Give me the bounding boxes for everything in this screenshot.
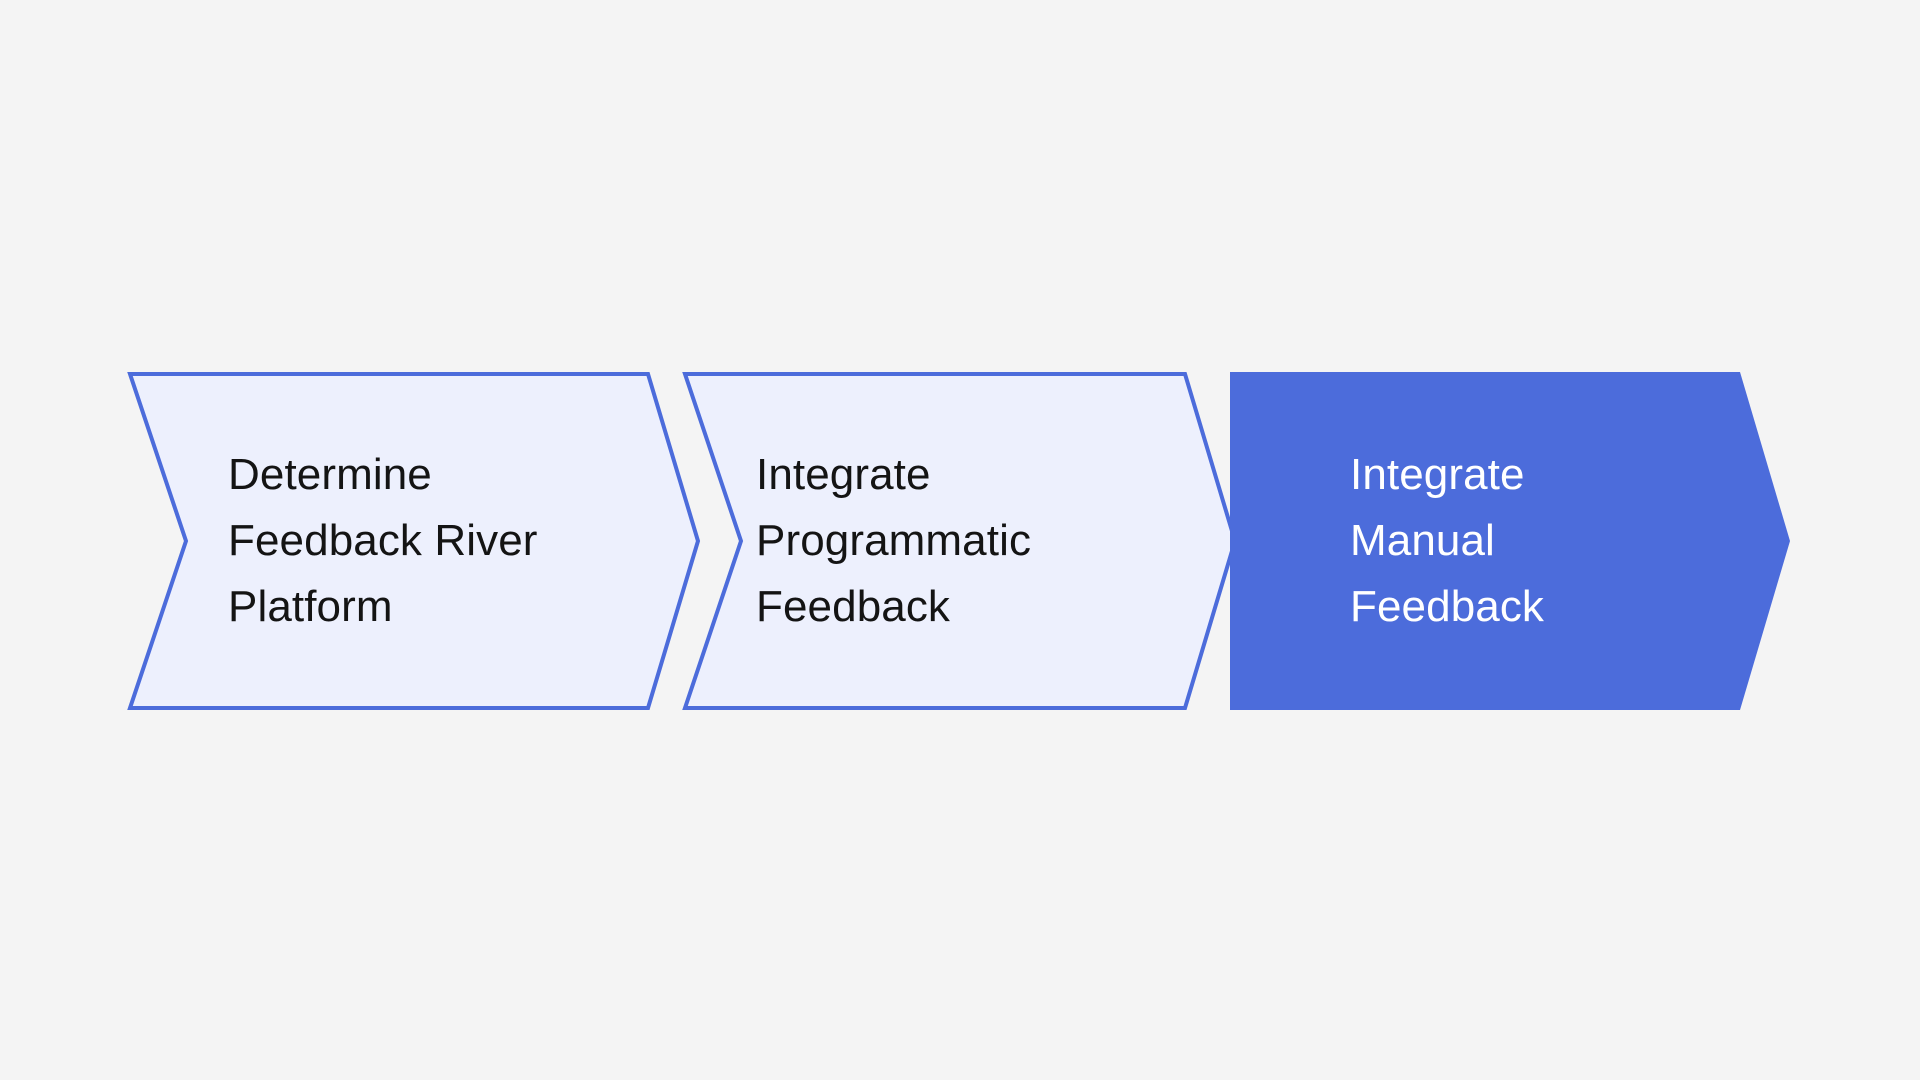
process-step-1[interactable]: Determine Feedback River Platform [128,372,700,710]
chevron-shape-3 [1230,372,1790,710]
process-step-2[interactable]: Integrate Programmatic Feedback [683,372,1237,710]
chevron-process-flow: Determine Feedback River Platform Integr… [0,372,1920,710]
process-step-3[interactable]: Integrate Manual Feedback [1230,372,1790,710]
chevron-shape-2 [683,372,1237,710]
chevron-shape-1 [128,372,700,710]
